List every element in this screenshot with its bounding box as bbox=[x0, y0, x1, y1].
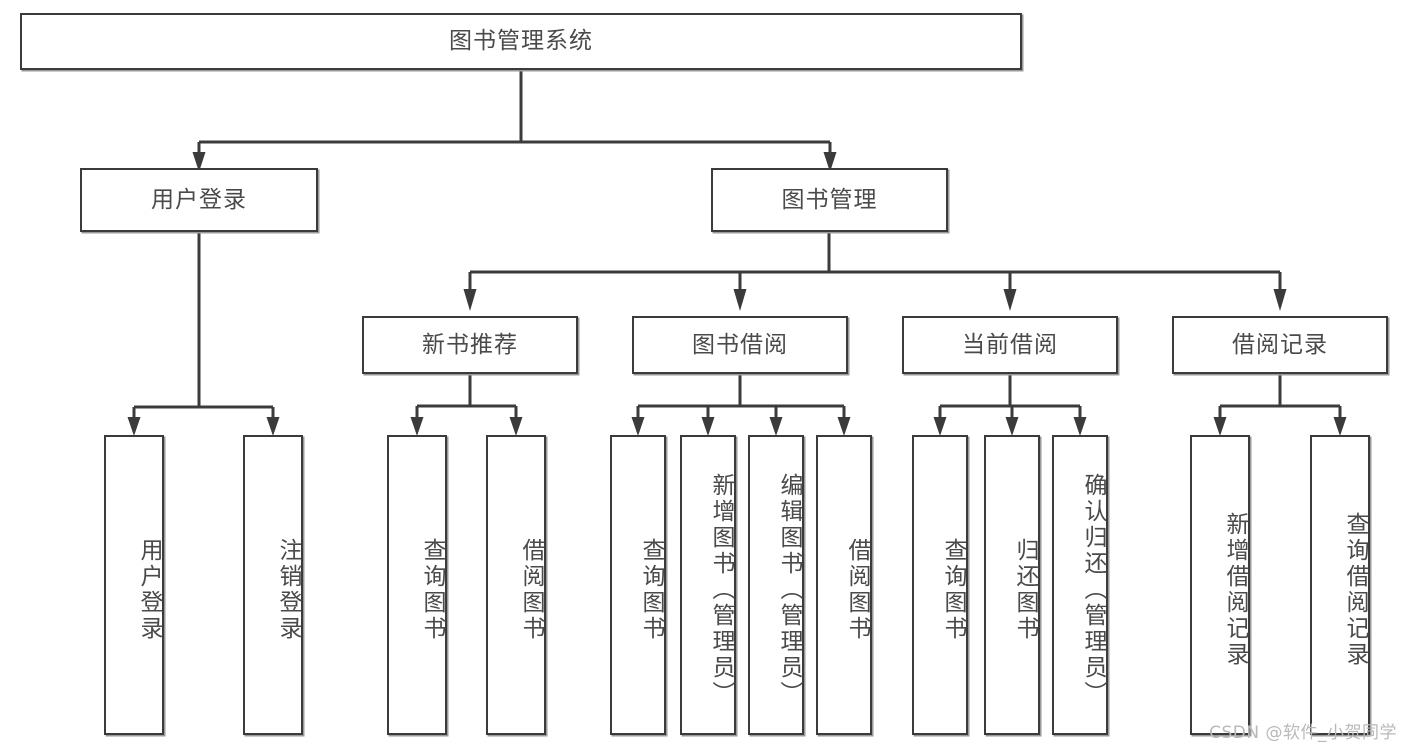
node-leaf-borrow-query-label: 查询图书 bbox=[638, 538, 664, 642]
node-user-login-label: 用户登录 bbox=[151, 186, 247, 213]
node-book-borrow[interactable]: 图书借阅 bbox=[632, 316, 848, 374]
node-leaf-cur-return[interactable]: 归还图书 bbox=[984, 435, 1040, 735]
node-leaf-cur-confirm-label: 确认归还（管理员） bbox=[1080, 473, 1106, 707]
node-leaf-cur-return-label: 归还图书 bbox=[1012, 538, 1038, 642]
node-leaf-rec-borrow[interactable]: 借阅图书 bbox=[486, 435, 546, 735]
node-leaf-book-edit[interactable]: 编辑图书（管理员） bbox=[748, 435, 804, 735]
node-root-label: 图书管理系统 bbox=[449, 28, 593, 55]
node-book-manage[interactable]: 图书管理 bbox=[711, 168, 948, 232]
node-leaf-user-login[interactable]: 用户登录 bbox=[104, 435, 164, 735]
node-leaf-rec-query-label: 查询图书 bbox=[419, 538, 445, 642]
node-borrow-record[interactable]: 借阅记录 bbox=[1172, 316, 1388, 374]
node-leaf-book-borrow[interactable]: 借阅图书 bbox=[816, 435, 872, 735]
node-leaf-borrow-query[interactable]: 查询图书 bbox=[610, 435, 666, 735]
node-leaf-book-edit-label: 编辑图书（管理员） bbox=[776, 473, 802, 707]
node-leaf-book-add-label: 新增图书（管理员） bbox=[708, 473, 734, 707]
node-leaf-rec-borrow-label: 借阅图书 bbox=[518, 538, 544, 642]
node-leaf-cur-query[interactable]: 查询图书 bbox=[912, 435, 968, 735]
node-root[interactable]: 图书管理系统 bbox=[20, 13, 1022, 70]
node-new-book-rec-label: 新书推荐 bbox=[422, 331, 518, 358]
node-user-login[interactable]: 用户登录 bbox=[80, 168, 318, 232]
node-leaf-rec-add-label: 新增借阅记录 bbox=[1222, 512, 1248, 668]
node-book-manage-label: 图书管理 bbox=[781, 186, 878, 213]
node-leaf-logout-label: 注销登录 bbox=[275, 538, 301, 642]
node-leaf-rec-search-label: 查询借阅记录 bbox=[1342, 512, 1368, 668]
node-current-borrow[interactable]: 当前借阅 bbox=[902, 316, 1118, 374]
node-leaf-user-login-label: 用户登录 bbox=[136, 538, 162, 642]
node-borrow-record-label: 借阅记录 bbox=[1232, 331, 1328, 358]
node-leaf-rec-add[interactable]: 新增借阅记录 bbox=[1190, 435, 1250, 735]
node-current-borrow-label: 当前借阅 bbox=[962, 331, 1058, 358]
node-leaf-logout[interactable]: 注销登录 bbox=[243, 435, 303, 735]
node-leaf-book-borrow-label: 借阅图书 bbox=[844, 538, 870, 642]
node-leaf-cur-confirm[interactable]: 确认归还（管理员） bbox=[1052, 435, 1108, 735]
csdn-watermark: CSDN @软件_小贺同学 bbox=[1209, 723, 1397, 743]
node-leaf-rec-search[interactable]: 查询借阅记录 bbox=[1310, 435, 1370, 735]
node-new-book-rec[interactable]: 新书推荐 bbox=[362, 316, 578, 374]
node-leaf-cur-query-label: 查询图书 bbox=[940, 538, 966, 642]
node-book-borrow-label: 图书借阅 bbox=[692, 331, 788, 358]
node-leaf-book-add[interactable]: 新增图书（管理员） bbox=[680, 435, 736, 735]
node-leaf-rec-query[interactable]: 查询图书 bbox=[387, 435, 447, 735]
